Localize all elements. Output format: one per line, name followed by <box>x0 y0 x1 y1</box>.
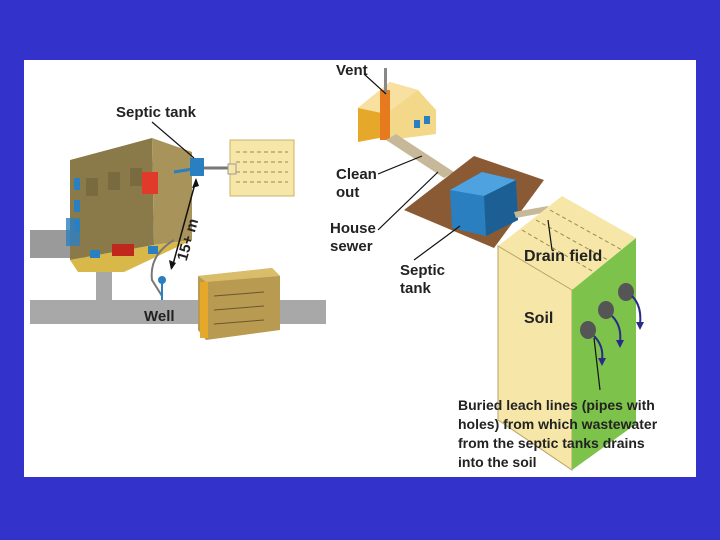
label-clean-out: Clean out <box>336 166 377 201</box>
leach-pipe-2 <box>598 301 614 319</box>
diagram-panel: Vent Septic tank Clean out House sewer 1… <box>24 60 696 477</box>
leach-pipe-1 <box>618 283 634 301</box>
left-soil-block <box>198 268 280 340</box>
label-septic-tank-left: Septic tank <box>116 104 197 121</box>
ground-pipe <box>30 300 326 324</box>
label-vent: Vent <box>336 62 368 79</box>
well-pipe <box>150 239 175 297</box>
left-drain-field <box>227 139 295 197</box>
right-outlet-pipe <box>514 206 548 218</box>
left-septic-tank <box>190 158 204 176</box>
label-house-sewer: House sewer <box>330 220 376 255</box>
label-leach-caption: Buried leach lines (pipes with holes) fr… <box>458 397 658 470</box>
drain-field-block <box>497 196 644 471</box>
label-drain-field: Drain field <box>524 248 603 265</box>
label-soil: Soil <box>524 310 554 327</box>
right-house <box>358 68 436 142</box>
left-house <box>66 138 192 272</box>
label-well: Well <box>144 308 175 325</box>
leach-pipe-3 <box>580 321 596 339</box>
septic-system-illustration <box>30 68 644 471</box>
house-sewer-pipe <box>386 134 454 178</box>
distance-marker <box>169 178 199 270</box>
label-septic-tank-right: Septic tank <box>400 262 446 297</box>
vent-pipe <box>380 90 390 140</box>
leader-lines <box>151 73 601 391</box>
ground-pipe-riser <box>96 270 112 310</box>
right-septic-tank <box>450 172 518 236</box>
